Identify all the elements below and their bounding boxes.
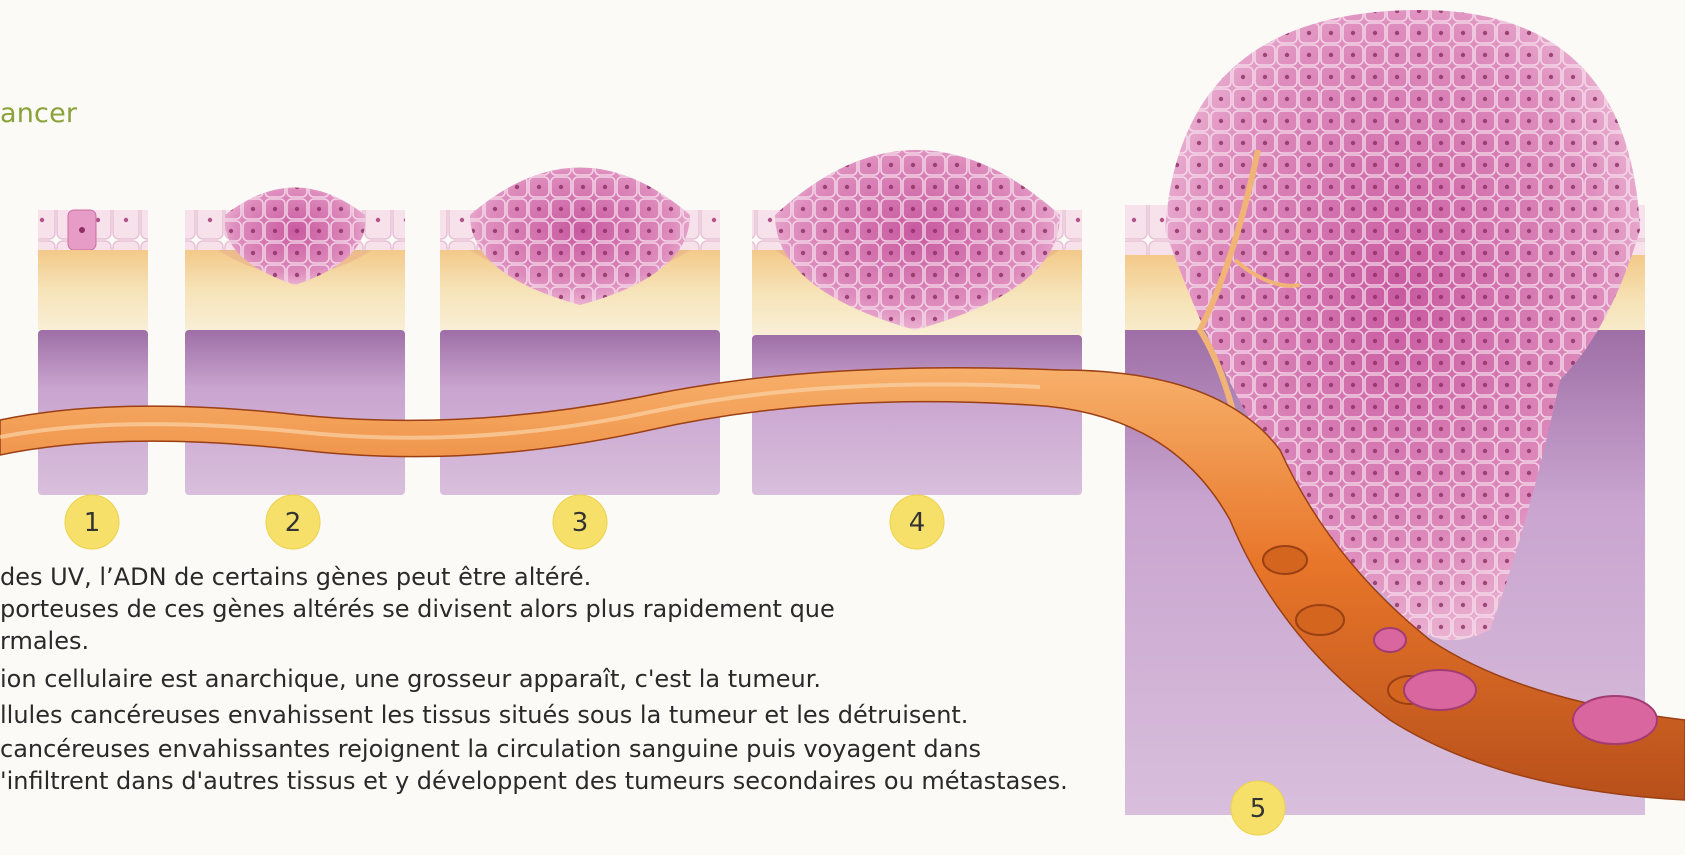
caption-line-5: llules cancéreuses envahissent les tissu… — [0, 700, 1130, 730]
caption-line-6: cancéreuses envahissantes rejoignent la … — [0, 734, 1130, 764]
stage-number-3: 3 — [572, 508, 589, 538]
caption-line-4: ion cellulaire est anarchique, une gross… — [0, 664, 1130, 694]
stage-number-2: 2 — [285, 508, 302, 538]
caption-line-3: rmales. — [0, 626, 1130, 656]
caption-line-1: des UV, l’ADN de certains gènes peut êtr… — [0, 562, 1130, 592]
stage-label-1: 1 — [65, 495, 119, 549]
caption-line-2: porteuses de ces gènes altérés se divise… — [0, 594, 1130, 624]
stage-label-2: 2 — [266, 495, 320, 549]
stage-number-5: 5 — [1250, 794, 1267, 824]
stage-number-1: 1 — [84, 508, 101, 538]
stage-label-5: 5 — [1231, 781, 1285, 835]
stage-number-4: 4 — [909, 508, 926, 538]
caption-line-7: 'infiltrent dans d'autres tissus et y dé… — [0, 766, 1130, 796]
stage-label-4: 4 — [890, 495, 944, 549]
panel-stage-4 — [752, 150, 1082, 495]
panel-stage-1 — [38, 210, 148, 495]
stage-label-3: 3 — [553, 495, 607, 549]
